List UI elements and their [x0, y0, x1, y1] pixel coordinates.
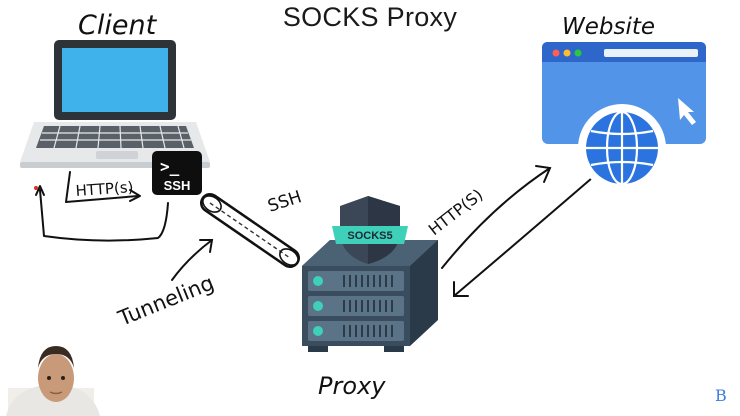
- tunneling-arrow: [171, 239, 214, 281]
- client-protocol-label: HTTP(s): [75, 178, 134, 200]
- brand-logo: B: [715, 386, 727, 405]
- proxy-server-icon: [302, 240, 438, 352]
- tunneling-label: Tunneling: [114, 271, 217, 331]
- globe-icon: [578, 104, 666, 192]
- client-loop-arrow: [35, 171, 169, 242]
- proxy-label: Proxy: [318, 372, 386, 400]
- website-browser-icon: [542, 42, 706, 144]
- cursor-dot: [34, 186, 38, 190]
- socks5-label: SOCKS5: [347, 230, 392, 242]
- proxy-protocol-label: HTTP(S): [425, 185, 487, 239]
- ssh-prompt: >_: [160, 157, 180, 176]
- ssh-terminal-icon: >_ SSH: [152, 151, 202, 195]
- tunnel-protocol-label: SSH: [265, 187, 304, 217]
- website-label: Website: [562, 14, 655, 40]
- ssh-badge-label: SSH: [164, 178, 191, 193]
- client-label: Client: [78, 10, 158, 41]
- socks5-shield-icon: SOCKS5: [332, 196, 408, 264]
- ssh-tunnel: [200, 193, 300, 268]
- proxy-website-arrows: [441, 165, 593, 297]
- diagram-title: SOCKS Proxy: [282, 2, 458, 32]
- laptop-icon: [20, 40, 210, 168]
- presenter-webcam: [6, 346, 100, 416]
- cursor-arrow-icon: [678, 98, 696, 125]
